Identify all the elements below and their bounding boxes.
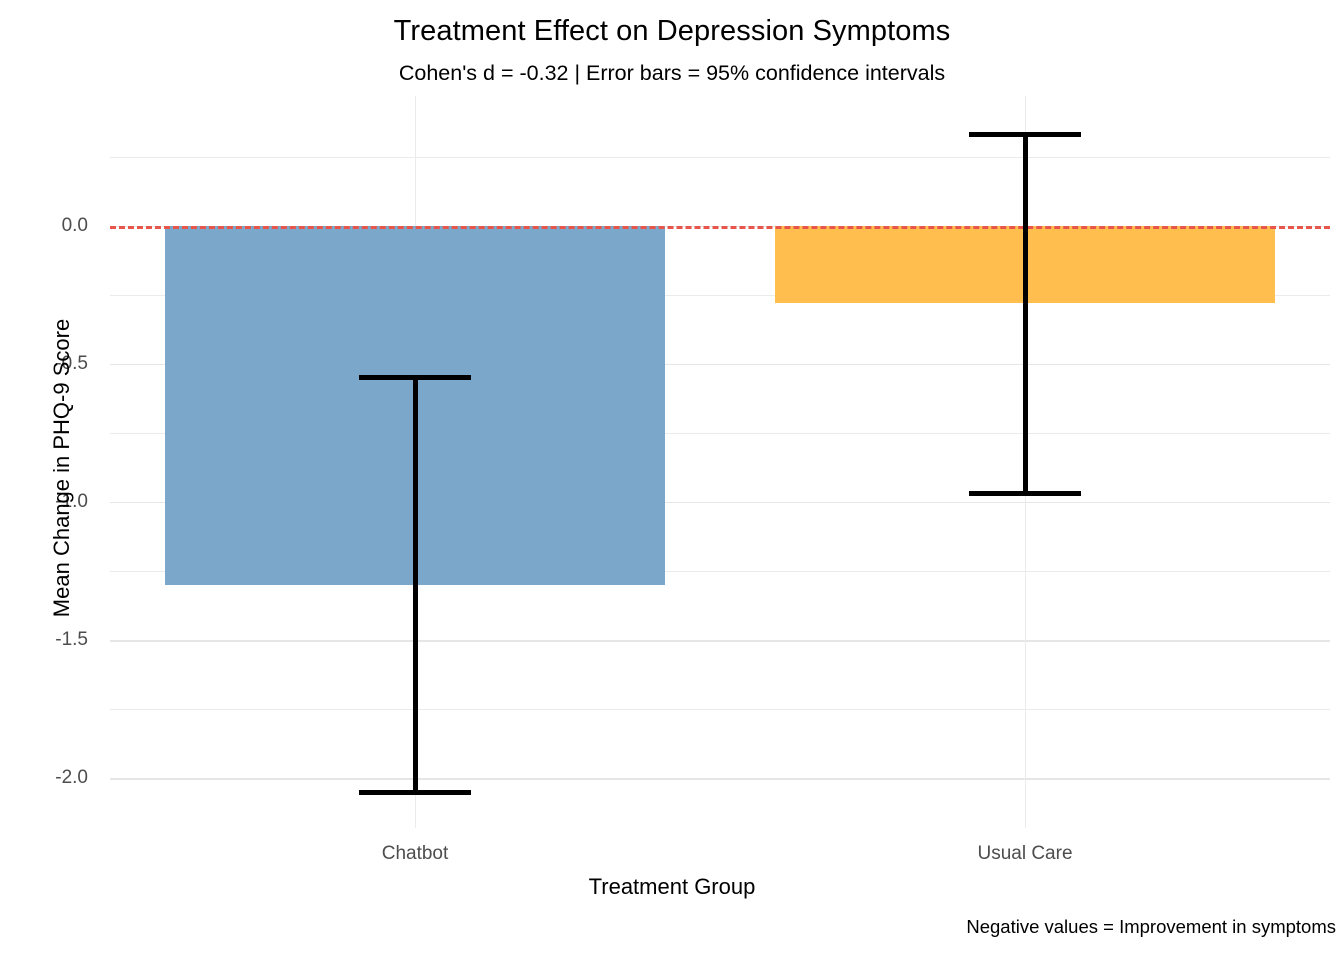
x-tick-label-chatbot: Chatbot (381, 843, 449, 864)
errorbar-cap-lower-usual-care (969, 491, 1081, 497)
errorbar-cap-upper-chatbot (359, 375, 471, 381)
chart-subtitle: Cohen's d = -0.32 | Error bars = 95% con… (398, 61, 946, 85)
y-axis-title: Mean Change in PHQ-9 Score (49, 318, 74, 618)
x-tick-label-usual-care: Usual Care (977, 843, 1073, 864)
gridline-major (110, 502, 1330, 504)
gridline-minor (110, 294, 1330, 296)
gridline-minor (110, 432, 1330, 434)
errorbar-stem-usual-care (1022, 134, 1028, 494)
gridline-minor (110, 709, 1330, 711)
errorbar-cap-lower-chatbot (359, 789, 471, 795)
gridline-major (110, 778, 1330, 780)
gridline-major (110, 640, 1330, 642)
errorbar-stem-chatbot (412, 377, 418, 793)
errorbar-cap-upper-usual-care (969, 132, 1081, 138)
x-axis-title: Treatment Group (588, 874, 756, 899)
gridline-major (110, 363, 1330, 366)
zero-reference-line (110, 225, 1330, 229)
chart-title: Treatment Effect on Depression Symptoms (393, 15, 951, 47)
gridline-minor (110, 571, 1330, 573)
chart-caption: Negative values = Improvement in symptom… (966, 916, 1336, 937)
plot-panel (110, 96, 1330, 828)
gridline-minor (110, 156, 1330, 158)
